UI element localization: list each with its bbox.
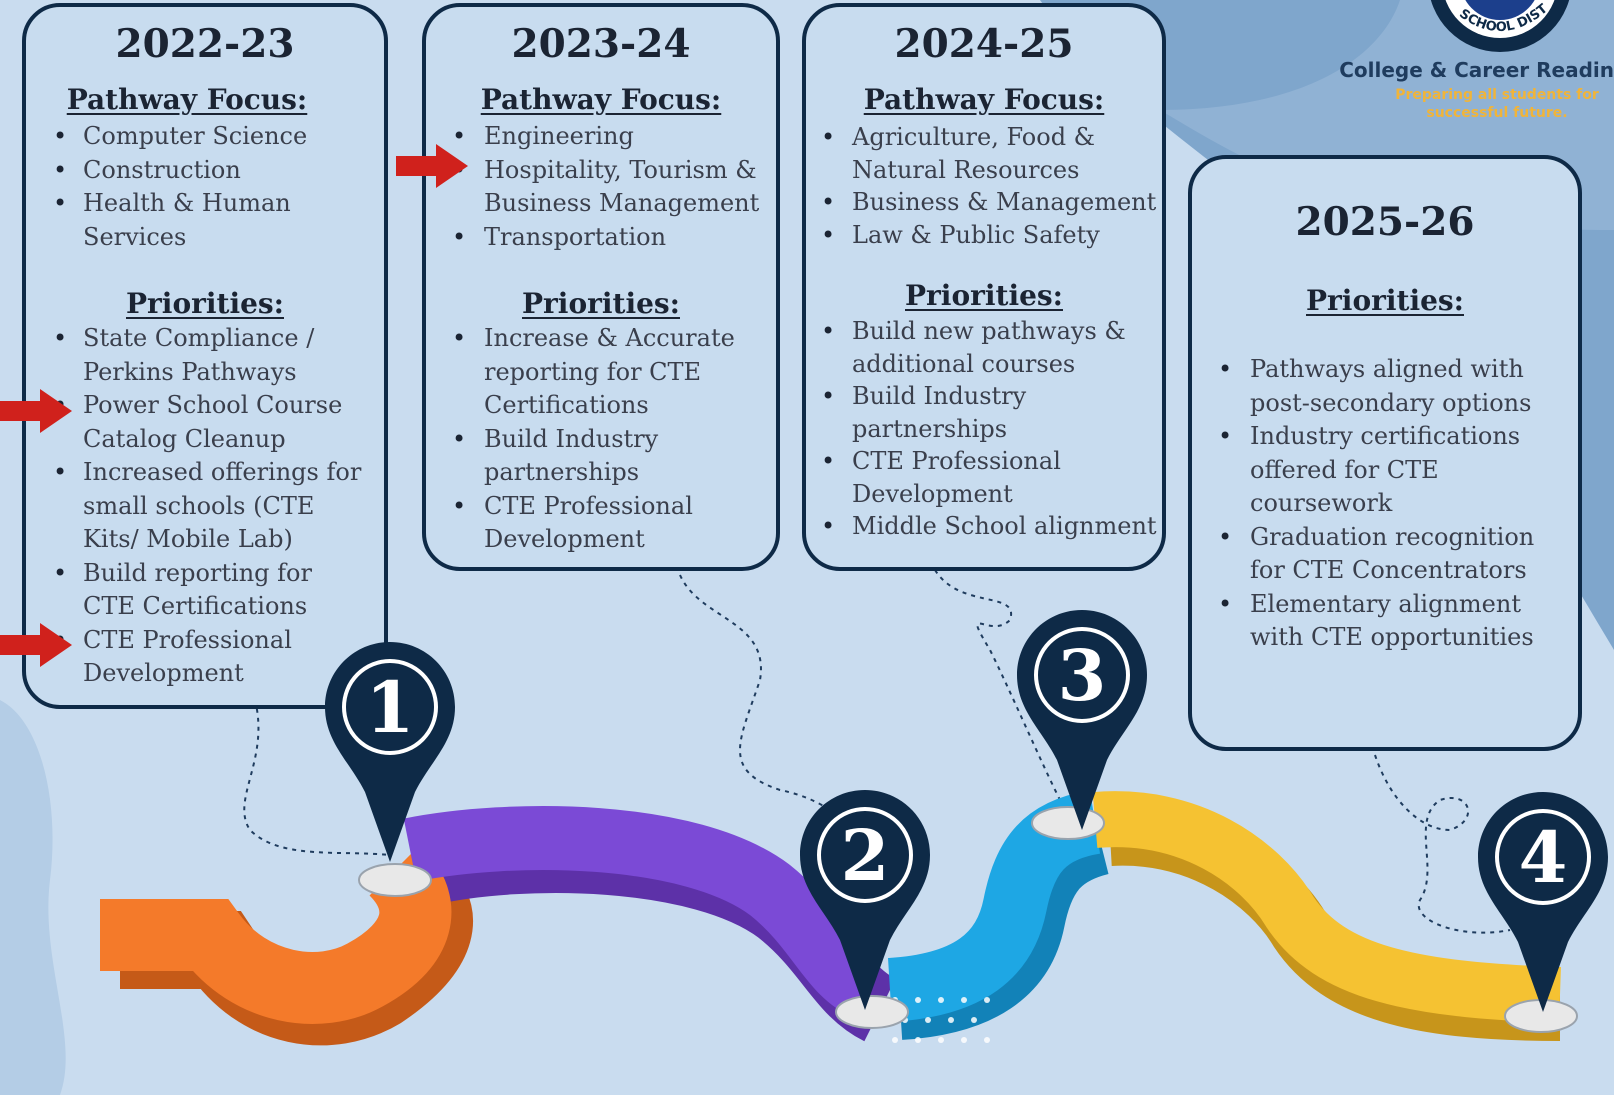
list-item: Industry certifications offered for CTE …: [1192, 420, 1540, 521]
priorities-list: Build new pathways & additional courses …: [806, 315, 1166, 543]
list-item: Transportation: [426, 221, 771, 255]
priorities-list: Pathways aligned with post-secondary opt…: [1192, 353, 1572, 655]
list-item: Increased offerings for small schools (C…: [26, 456, 366, 557]
priorities-heading: Priorities:: [522, 287, 680, 320]
card-year: 2025-26: [1295, 199, 1475, 245]
district-seal-icon: SCHOOL DISTRICT: [1410, 0, 1570, 52]
list-item: CTE Professional Development: [426, 490, 734, 557]
logo-subtitle-line2: successful future.: [1426, 105, 1568, 121]
list-item: Health & Human Services: [26, 187, 323, 254]
list-item: Elementary alignment with CTE opportunit…: [1192, 588, 1540, 655]
list-item: CTE Professional Development: [806, 445, 1112, 510]
right-arrow-icon: [396, 144, 468, 188]
list-item: Power School Course Catalog Cleanup: [26, 389, 353, 456]
background-shape-bottom-left: [0, 700, 66, 1095]
map-pin-icon: 2: [800, 790, 930, 1010]
pin-number: 3: [1058, 634, 1107, 717]
list-item: Business & Management: [806, 186, 1166, 219]
card-year: 2024-25: [894, 21, 1074, 67]
list-item: Build new pathways & additional courses: [806, 315, 1152, 380]
pathway-list: Computer Science Construction Health & H…: [26, 120, 366, 254]
list-item: CTE Professional Development: [26, 624, 333, 691]
priorities-list: Increase & Accurate reporting for CTE Ce…: [426, 322, 736, 557]
priorities-heading: Priorities:: [905, 279, 1063, 312]
card-2023-24: 2023-24 Pathway Focus: Engineering Hospi…: [422, 3, 780, 571]
card-year: 2022-23: [115, 21, 295, 67]
road-orange: [100, 844, 452, 1024]
road-yellow: [1092, 791, 1561, 1023]
list-item: Construction: [26, 154, 366, 188]
pathway-list: Engineering Hospitality, Tourism & Busin…: [426, 120, 771, 254]
logo-title: College & Career Readin: [1339, 58, 1614, 82]
list-item: Increase & Accurate reporting for CTE Ce…: [426, 322, 736, 423]
pin-number: 2: [841, 814, 890, 897]
list-item: Engineering: [426, 120, 771, 154]
list-item: Graduation recognition for CTE Concentra…: [1192, 521, 1550, 588]
logo-subtitle-line1: Preparing all students for: [1395, 87, 1599, 103]
card-2022-23: 2022-23 Pathway Focus: Computer Science …: [22, 3, 388, 709]
card-2025-26: 2025-26 Priorities: Pathways aligned wit…: [1188, 155, 1582, 751]
map-pin-icon: 3: [1017, 610, 1147, 830]
pin-number: 4: [1519, 816, 1568, 899]
pathway-heading: Pathway Focus:: [66, 83, 308, 116]
right-arrow-icon: [0, 389, 72, 433]
priorities-list: State Compliance / Perkins Pathways Powe…: [26, 322, 366, 691]
map-pin-icon: 1: [325, 642, 455, 862]
priorities-heading: Priorities:: [1306, 284, 1464, 317]
list-item: State Compliance / Perkins Pathways: [26, 322, 323, 389]
logo-subtitle: Preparing all students for successful fu…: [1372, 86, 1614, 122]
list-item: Build Industry partnerships: [426, 423, 714, 490]
map-pin-icon: 4: [1478, 792, 1608, 1012]
right-arrow-icon: [0, 623, 72, 667]
pathway-heading: Pathway Focus:: [863, 83, 1105, 116]
card-year: 2023-24: [511, 21, 691, 67]
list-item: Computer Science: [26, 120, 366, 154]
list-item: Build Industry partnerships: [806, 380, 1082, 445]
list-item: Hospitality, Tourism & Business Manageme…: [426, 154, 771, 221]
road-purple: [403, 806, 884, 1020]
list-item: Law & Public Safety: [806, 219, 1166, 252]
list-item: Agriculture, Food & Natural Resources: [806, 121, 1122, 186]
card-2024-25: 2024-25 Pathway Focus: Agriculture, Food…: [802, 3, 1166, 571]
list-item: Build reporting for CTE Certifications: [26, 557, 343, 624]
pin-number: 1: [366, 666, 415, 749]
priorities-heading: Priorities:: [126, 287, 284, 320]
pathway-heading: Pathway Focus:: [480, 83, 722, 116]
list-item: Middle School alignment: [806, 510, 1166, 543]
pathway-list: Agriculture, Food & Natural Resources Bu…: [806, 121, 1166, 251]
list-item: Pathways aligned with post-secondary opt…: [1192, 353, 1540, 420]
